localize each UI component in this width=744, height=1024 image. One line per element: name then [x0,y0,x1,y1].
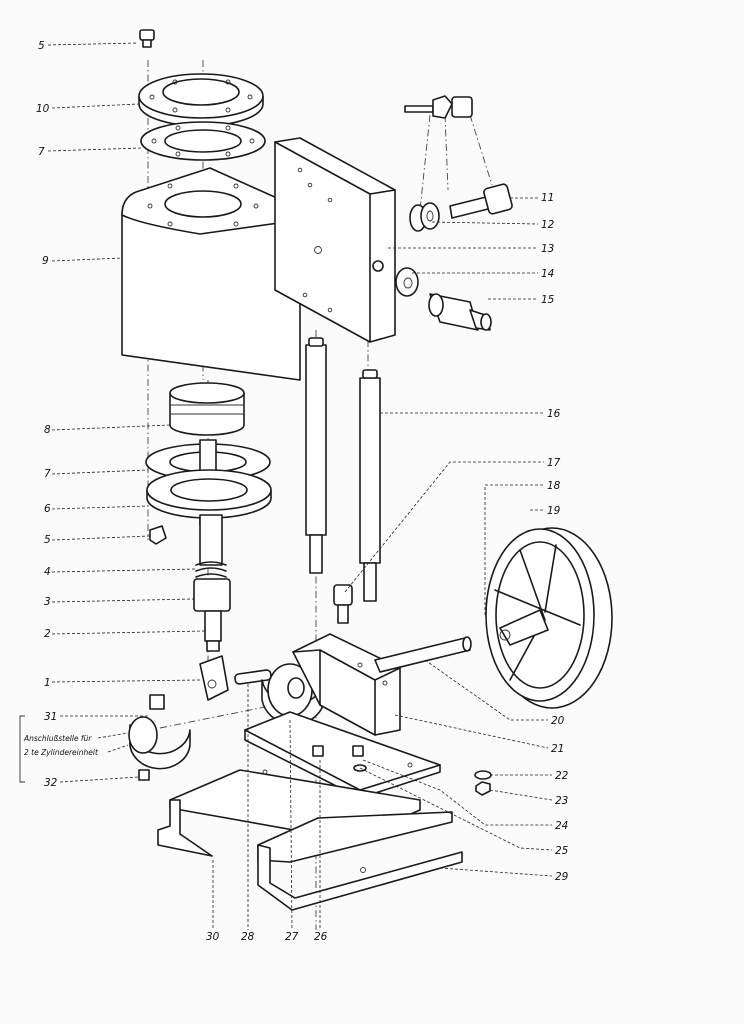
callout-2: 2 [44,628,51,640]
callout-15: 15 [541,294,555,306]
callout-4: 4 [44,566,51,578]
bottom-flange-6 [146,469,272,519]
callout-18: 18 [547,480,561,492]
callout-29: 29 [555,871,569,883]
screw-5-top [139,29,155,48]
callout-13: 13 [541,243,554,255]
pin-28 [234,669,272,685]
piston-8 [169,382,245,436]
callout-9: 9 [42,255,49,267]
channel-29 [257,811,463,911]
crosshead-assembly [193,514,231,652]
eccentric-31 [128,694,191,770]
note-line-1: Anschlußstelle für [23,734,92,743]
callout-23: 23 [555,795,568,807]
callout-28: 28 [241,931,255,943]
crankshaft-20 [374,636,472,673]
leader-lines [19,42,553,931]
connection-note: Anschlußstelle für 2 te Zylindereinheit [23,732,129,757]
note-line-2: 2 te Zylindereinheit [24,748,99,757]
flywheel-19 [485,527,613,709]
callout-1: 1 [44,677,51,689]
callout-17: 17 [547,457,561,469]
callout-7-lower: 7 [44,468,51,480]
callout-numbers: 5 10 7 9 8 7 6 5 4 3 2 1 31 32 11 12 13 … [36,40,569,943]
washer-14 [395,267,419,297]
callout-6: 6 [44,503,51,515]
nut-5-lower [149,525,167,545]
callout-32: 32 [44,777,58,789]
callout-19: 19 [547,505,561,517]
callout-25: 25 [555,845,569,857]
callout-27: 27 [285,931,299,943]
fitting-11 [449,183,513,219]
callout-10: 10 [36,103,50,115]
eccentric-27 [261,663,323,726]
valve-body-15 [428,293,492,331]
callout-24: 24 [555,820,568,832]
callout-8: 8 [44,424,51,436]
bearing-1 [199,655,229,701]
callout-22: 22 [555,770,569,782]
callout-30: 30 [206,931,220,943]
valve-block-13 [274,137,396,343]
cover-flange-10 [138,73,264,127]
callout-26: 26 [314,931,328,943]
fitting-17 [333,584,353,624]
callout-20: 20 [551,715,565,727]
callout-31: 31 [44,711,57,723]
nut-12 [409,202,440,232]
bearing-block-21 [292,633,401,736]
callout-14: 14 [541,268,554,280]
callout-7-top: 7 [38,146,45,158]
callout-21: 21 [551,743,564,755]
cylinder-block-9 [121,167,323,381]
tie-rods-16 [305,337,381,602]
callout-5-top: 5 [38,40,45,52]
callout-16: 16 [547,408,561,420]
callout-11: 11 [541,192,554,204]
gasket-7-top [140,121,266,161]
callout-3: 3 [44,596,51,608]
valve-spindle [404,95,473,119]
callout-12: 12 [541,219,555,231]
callout-5-lower: 5 [44,534,51,546]
